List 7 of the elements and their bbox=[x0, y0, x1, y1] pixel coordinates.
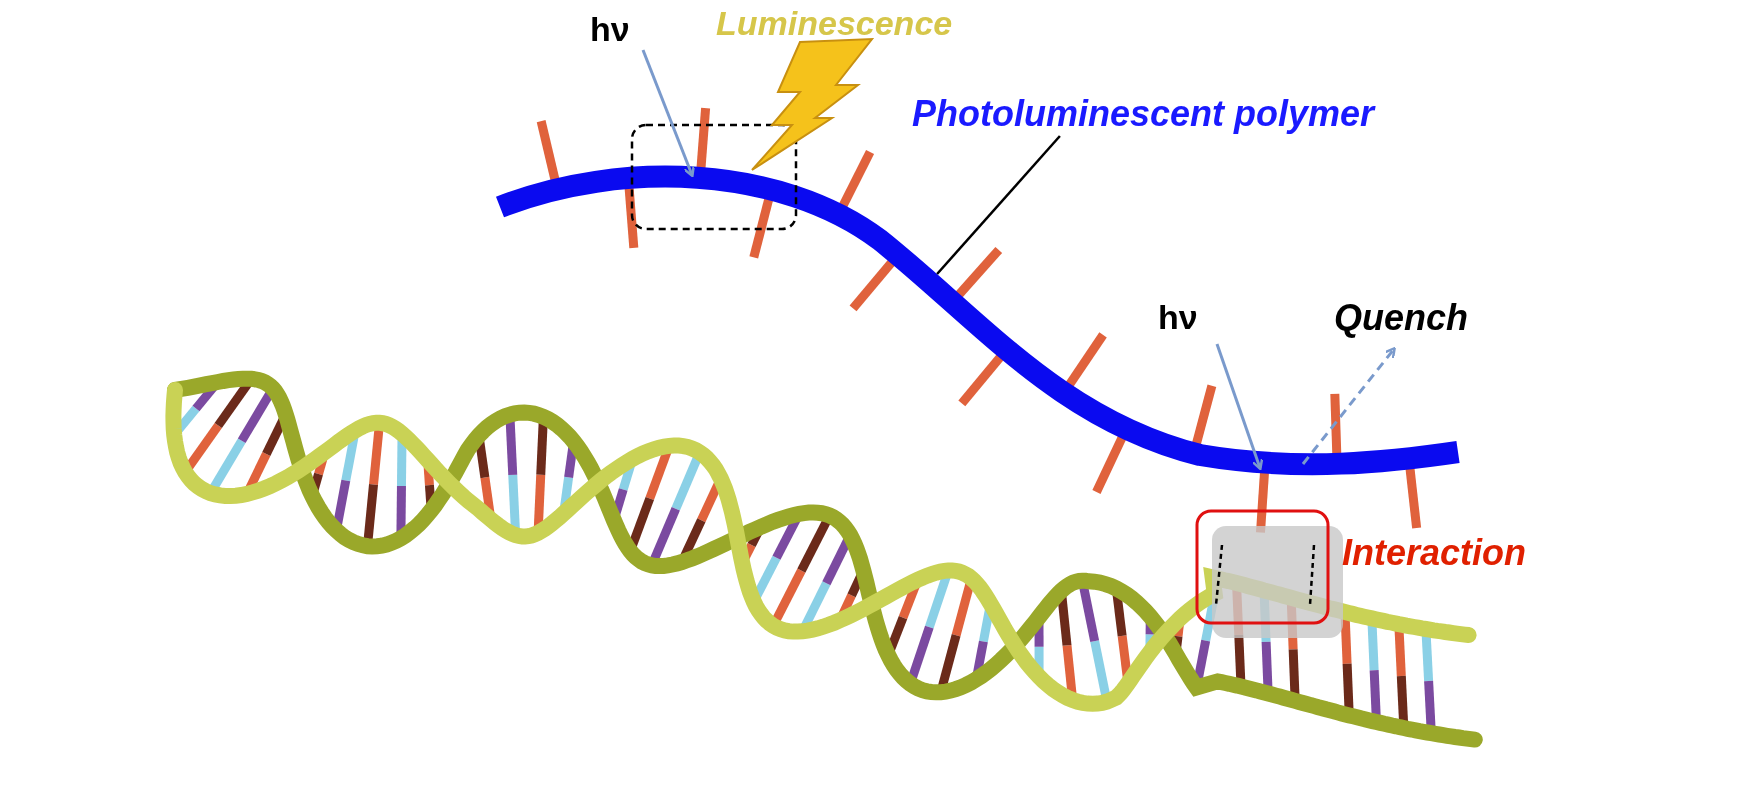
luminescence-label: Luminescence bbox=[716, 6, 953, 40]
polymer-label: Photoluminescent polymer bbox=[912, 96, 1375, 132]
photon-label: hν bbox=[590, 12, 630, 46]
interaction-label: Interaction bbox=[1342, 535, 1527, 571]
photon-label: hν bbox=[1158, 300, 1198, 334]
quench-label: Quench bbox=[1334, 300, 1468, 336]
leader-line bbox=[936, 135, 1061, 275]
